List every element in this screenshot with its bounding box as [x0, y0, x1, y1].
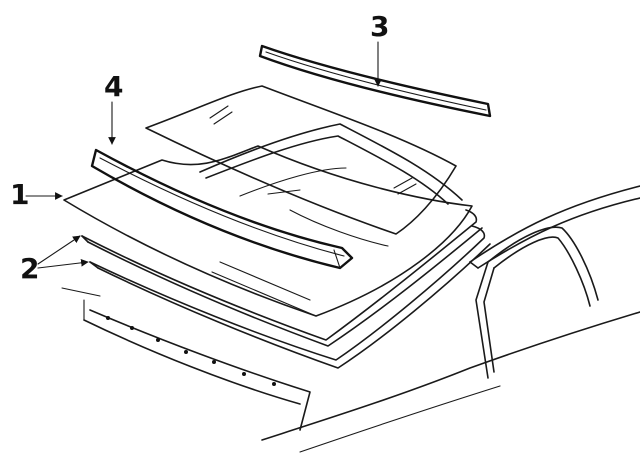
upper-glass-panel [145, 85, 457, 235]
callout-3: 3 [370, 10, 389, 87]
lower-molding [89, 225, 491, 369]
svg-text:3: 3 [370, 10, 389, 43]
vehicle-body [61, 185, 640, 453]
svg-text:4: 4 [104, 70, 123, 103]
reveal-molding [90, 148, 354, 270]
callout-2: 2 [20, 235, 89, 285]
callout-4: 4 [104, 70, 123, 145]
inner-frame [199, 123, 463, 247]
windshield-glass [63, 145, 473, 317]
upper-molding [258, 44, 492, 118]
windshield-seal [81, 209, 483, 347]
callout-1: 1 [10, 178, 63, 211]
svg-text:1: 1 [10, 178, 29, 211]
cowl-clips [106, 316, 276, 386]
svg-text:2: 2 [20, 252, 39, 285]
